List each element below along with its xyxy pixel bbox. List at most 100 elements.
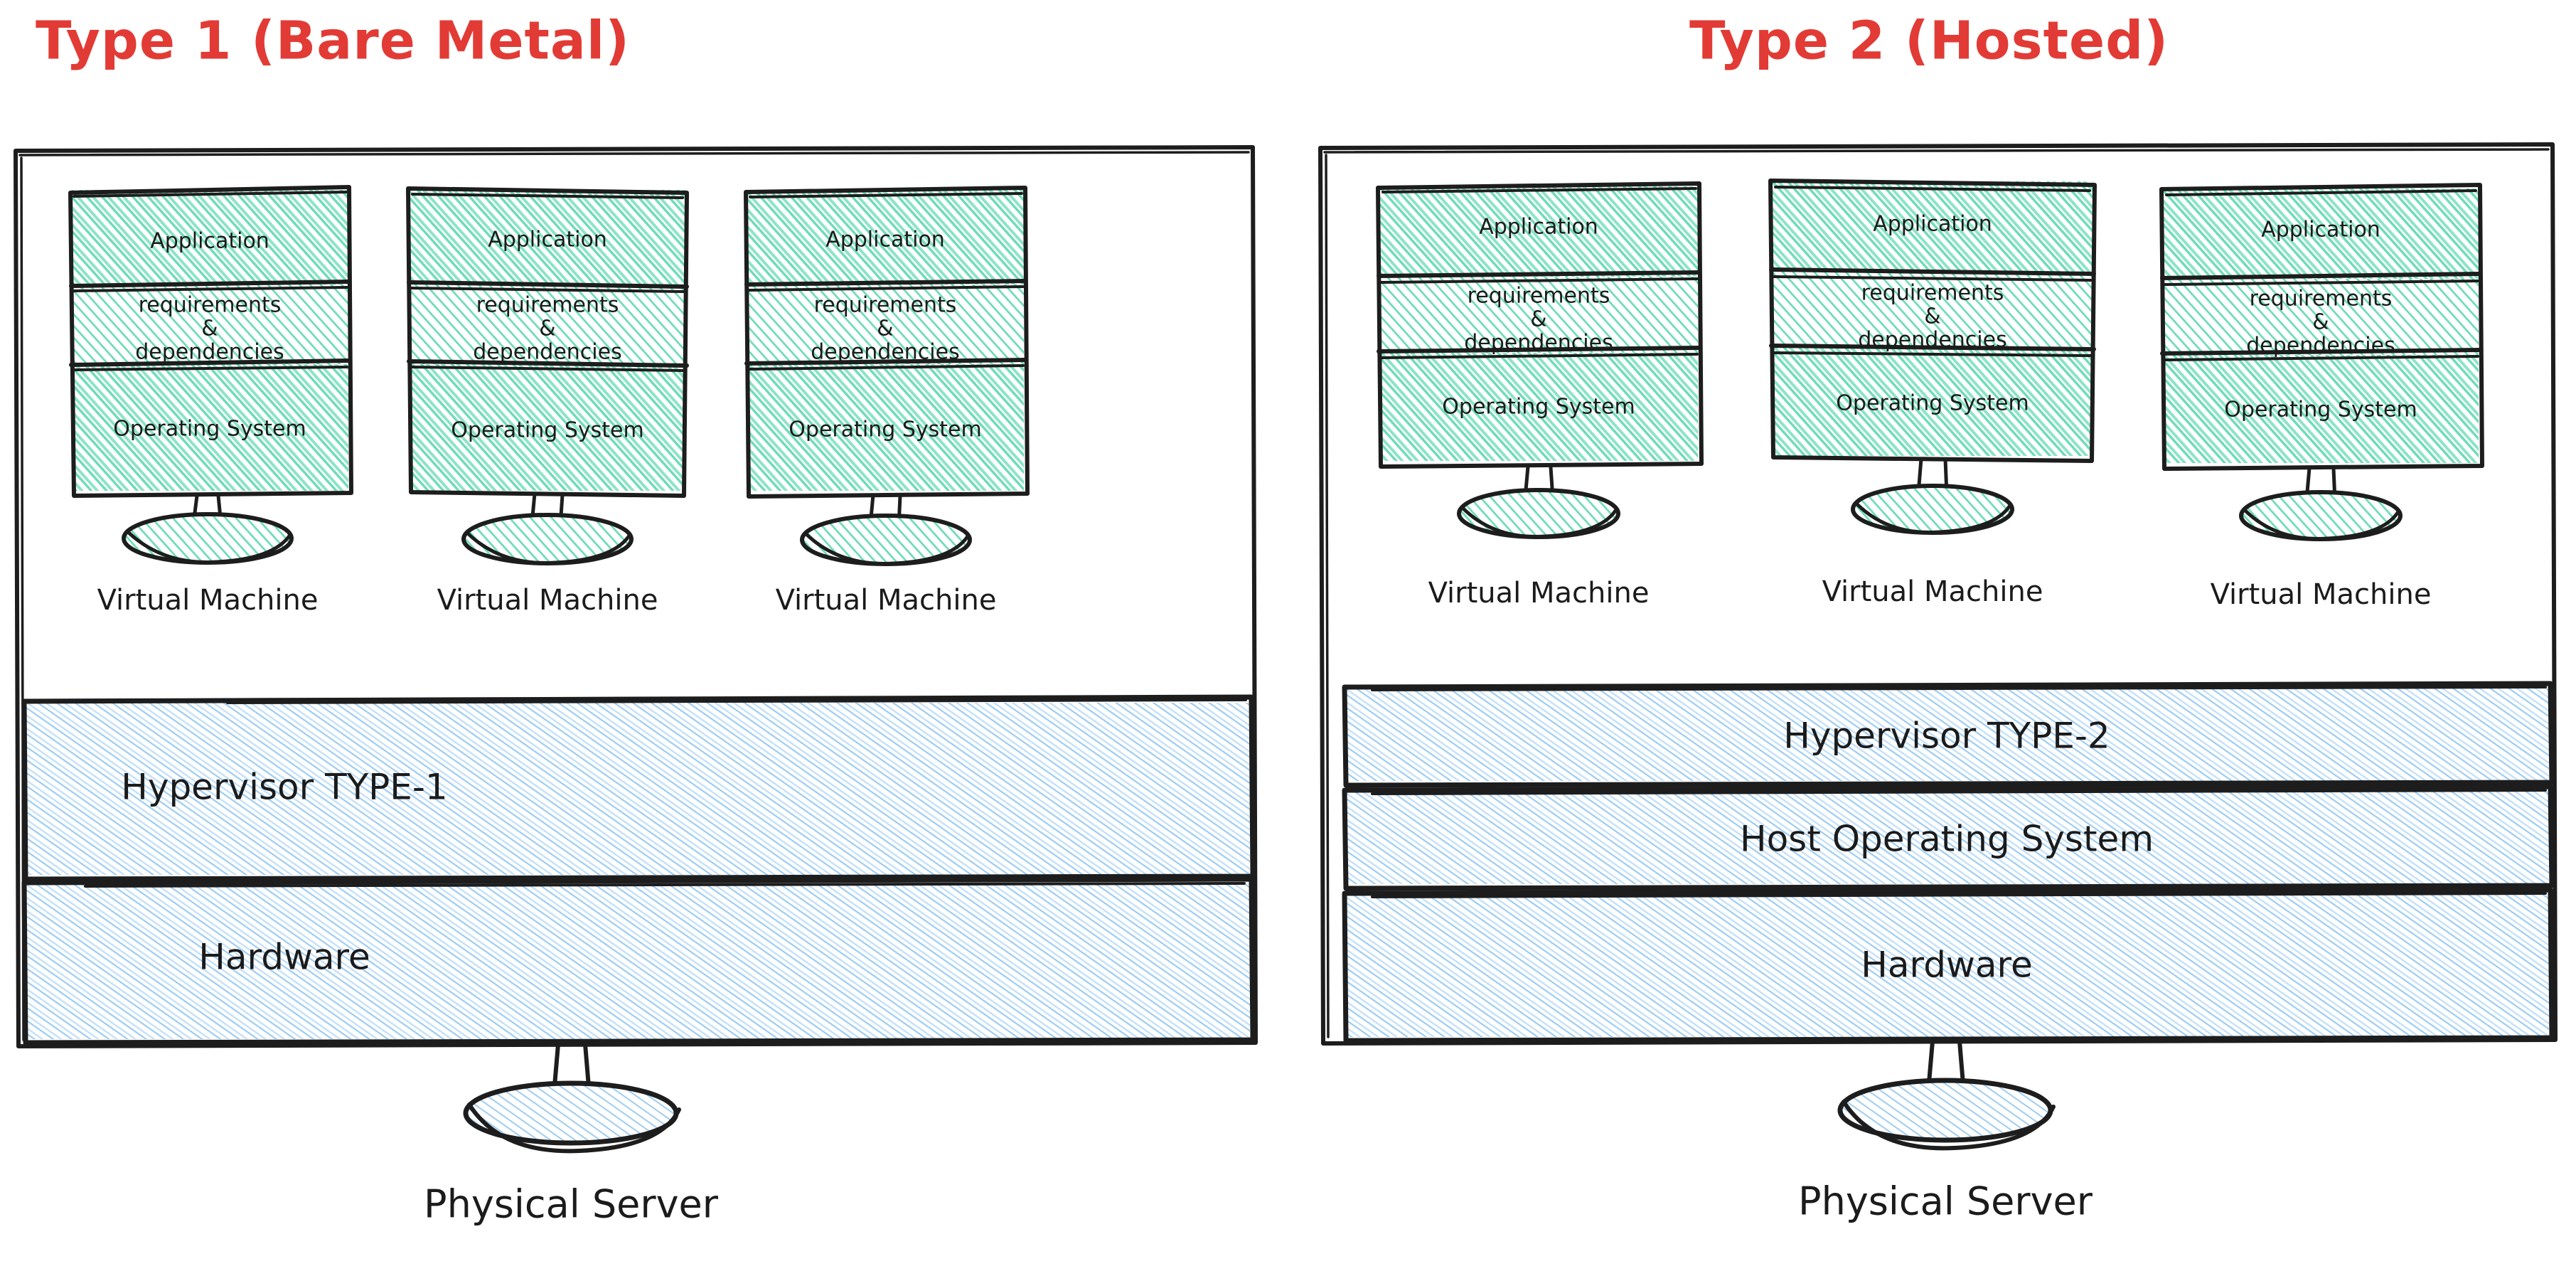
vm-requirements-line-2: &: [1924, 304, 1940, 329]
vm-application-fill: [747, 190, 1024, 285]
vm-screen: Application requirements & dependencies …: [1768, 179, 2097, 463]
panel-title-type-2-text: Type 2 (Hosted): [1689, 11, 2169, 72]
vm-requirements-fill: [1772, 272, 2093, 348]
vm-requirements-line-3: dependencies: [473, 340, 621, 365]
monitor-base: [2239, 490, 2403, 541]
band-host-os-type-2[interactable]: Host Operating System: [1342, 784, 2555, 891]
virtual-machine-3-type-1[interactable]: Application requirements & dependencies …: [744, 186, 1030, 617]
band-label: Hardware: [1861, 945, 2032, 986]
band-fill: [1346, 895, 2549, 1037]
vm-os-label: Operating System: [451, 418, 643, 443]
band-hypervisor-type-2[interactable]: Hypervisor TYPE-2: [1342, 681, 2555, 788]
vm-requirements-line-1: requirements: [1468, 284, 1610, 309]
vm-requirements-line-2: &: [201, 317, 218, 341]
vm-requirements-line-1: requirements: [139, 293, 282, 318]
virtual-machine-label: Virtual Machine: [437, 584, 658, 617]
vm-os-label: Operating System: [789, 418, 981, 442]
band-hypervisor-type-1[interactable]: Hypervisor TYPE-1: [21, 694, 1256, 882]
virtual-machine-1-type-1[interactable]: Application requirements & dependencies …: [68, 185, 353, 617]
monitor-stand-icon: [800, 493, 972, 566]
vm-requirements-fill: [2163, 279, 2479, 355]
monitor-base: [800, 514, 972, 566]
vm-requirements-line-3: dependencies: [811, 340, 959, 365]
vm-requirements-line-3: dependencies: [1464, 331, 1613, 356]
band-hardware-type-2[interactable]: Hardware: [1342, 887, 2555, 1043]
vm-requirements-line-1: requirements: [476, 293, 619, 318]
monitor-stand-icon: [461, 491, 634, 565]
physical-server-stand-type-1: Physical Server: [424, 1042, 719, 1227]
band-fill: [26, 884, 1250, 1039]
vm-os-label: Operating System: [1836, 391, 2029, 416]
band-label: Hypervisor TYPE-2: [1783, 716, 2110, 757]
monitor-base: [122, 512, 294, 565]
band-fill: [1346, 688, 2549, 781]
band-fill: [26, 703, 1250, 875]
panel-title-type-1-text: Type 1 (Bare Metal): [36, 11, 630, 72]
virtual-machine-label: Virtual Machine: [776, 584, 997, 617]
panel-frame-type-2: [1318, 142, 2558, 1046]
vm-screen: Application requirements & dependencies …: [2159, 183, 2484, 471]
monitor-stand-icon: [1851, 457, 2014, 535]
band-fill: [1346, 792, 2549, 884]
vm-application-label: Application: [1479, 215, 1598, 240]
vm-os-fill: [747, 364, 1024, 491]
vm-application-fill: [2163, 188, 2479, 279]
vm-screen: Application requirements & dependencies …: [406, 186, 689, 498]
monitor-stand-icon: [122, 494, 294, 565]
vm-requirements-line-1: requirements: [2250, 287, 2393, 312]
vm-requirements-fill: [1379, 277, 1698, 353]
panel-title-type-1: Type 1 (Bare Metal): [36, 11, 630, 72]
virtual-machine-3-type-2[interactable]: Application requirements & dependencies …: [2159, 183, 2484, 611]
vm-application-label: Application: [488, 228, 607, 252]
vm-requirements-fill: [747, 285, 1024, 364]
vm-requirements-line-2: &: [2312, 310, 2329, 335]
vm-os-label: Operating System: [2224, 398, 2417, 422]
physical-server-label: Physical Server: [424, 1182, 719, 1227]
vm-os-fill: [410, 364, 686, 491]
monitor-base: [461, 513, 634, 565]
vm-os-fill: [2163, 355, 2479, 463]
band-label: Hardware: [198, 937, 370, 978]
vm-requirements-line-1: requirements: [1861, 281, 2004, 306]
virtual-machine-2-type-2[interactable]: Application requirements & dependencies …: [1768, 179, 2097, 608]
vm-requirements-line-3: dependencies: [1858, 328, 2006, 353]
vm-os-label: Operating System: [1442, 395, 1635, 420]
virtual-machine-label: Virtual Machine: [2211, 578, 2432, 611]
band-label: Hypervisor TYPE-1: [121, 767, 448, 808]
vm-requirements-line-2: &: [877, 317, 893, 341]
vm-application-label: Application: [825, 228, 945, 252]
vm-requirements-line-2: &: [539, 317, 555, 341]
vm-application-fill: [1772, 181, 2093, 272]
vm-application-fill: [1379, 186, 1698, 277]
vm-os-fill: [72, 364, 348, 491]
virtual-machine-2-type-1[interactable]: Application requirements & dependencies …: [406, 186, 689, 617]
vm-application-fill: [410, 190, 686, 285]
virtual-machine-label: Virtual Machine: [1822, 575, 2043, 608]
physical-server-stand-type-2: Physical Server: [1798, 1039, 2093, 1224]
band-hardware-type-1[interactable]: Hardware: [21, 876, 1256, 1046]
panel-title-type-2: Type 2 (Hosted): [1689, 11, 2169, 72]
virtual-machine-label: Virtual Machine: [1428, 577, 1650, 610]
monitor-stand-icon: [1457, 464, 1620, 539]
vm-requirements-fill: [410, 285, 686, 364]
monitor-stand-icon: [2239, 466, 2403, 541]
vm-screen: Application requirements & dependencies …: [68, 185, 353, 498]
vm-os-fill: [1379, 353, 1698, 461]
monitor-base: [1457, 488, 1620, 539]
monitor-base: [1851, 484, 2014, 535]
vm-application-label: Application: [2261, 218, 2380, 243]
vm-screen: Application requirements & dependencies …: [1376, 181, 1704, 469]
vm-application-label: Application: [150, 229, 269, 254]
vm-os-label: Operating System: [113, 417, 306, 442]
vm-requirements-line-2: &: [1530, 307, 1546, 332]
vm-application-label: Application: [1873, 212, 1992, 237]
virtual-machine-label: Virtual Machine: [97, 584, 319, 617]
vm-requirements-fill: [72, 285, 348, 364]
vm-requirements-line-3: dependencies: [135, 340, 284, 365]
vm-requirements-line-1: requirements: [814, 293, 957, 318]
band-label: Host Operating System: [1740, 819, 2154, 860]
physical-server-label: Physical Server: [1798, 1179, 2093, 1224]
virtual-machine-1-type-2[interactable]: Application requirements & dependencies …: [1376, 181, 1704, 610]
